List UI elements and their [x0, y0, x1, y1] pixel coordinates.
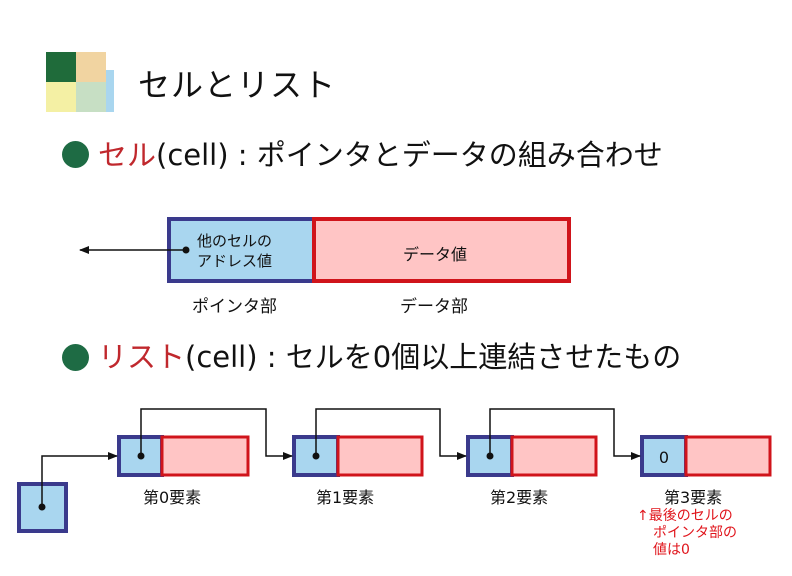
pointer-text: 他のセルの アドレス値 — [197, 232, 273, 270]
link-arrow-2-3 — [489, 408, 641, 460]
cell-pointer-part — [167, 217, 316, 283]
head-link-arrow — [41, 452, 118, 507]
element-label-2: 第2要素 — [490, 488, 549, 507]
pointer-dot — [182, 246, 190, 254]
data-caption: データ部 — [400, 297, 468, 317]
last-cell-note: ↑最後のセルの ポインタ部の 値は0 — [637, 508, 737, 558]
list-heading: リスト(cell) : セルを0個以上連結させたもの — [98, 334, 681, 376]
list-element-2 — [466, 435, 598, 477]
list-term: リスト — [98, 340, 186, 374]
list-element-3 — [640, 435, 772, 477]
link-arrow-1-2 — [315, 408, 467, 460]
bullet-icon — [62, 344, 89, 371]
pointer-caption: ポインタ部 — [192, 297, 277, 317]
cell-heading: セル(cell) : ポインタとデータの組み合わせ — [98, 132, 663, 174]
cell-data-part — [312, 217, 571, 283]
data-text: データ値 — [403, 245, 468, 264]
bullet-icon — [62, 141, 89, 168]
null-pointer-value: 0 — [659, 448, 669, 467]
cell-term: セル — [98, 138, 157, 172]
cell-heading-rest: (cell) : ポインタとデータの組み合わせ — [156, 138, 663, 172]
element-label-0: 第0要素 — [143, 488, 202, 507]
page-title: セルとリスト — [138, 66, 337, 104]
element-label-3: 第3要素 — [664, 488, 723, 507]
element-label-1: 第1要素 — [316, 488, 375, 507]
list-heading-rest: (cell) : セルを0個以上連結させたもの — [185, 340, 682, 374]
link-arrow-0-1 — [140, 408, 293, 460]
